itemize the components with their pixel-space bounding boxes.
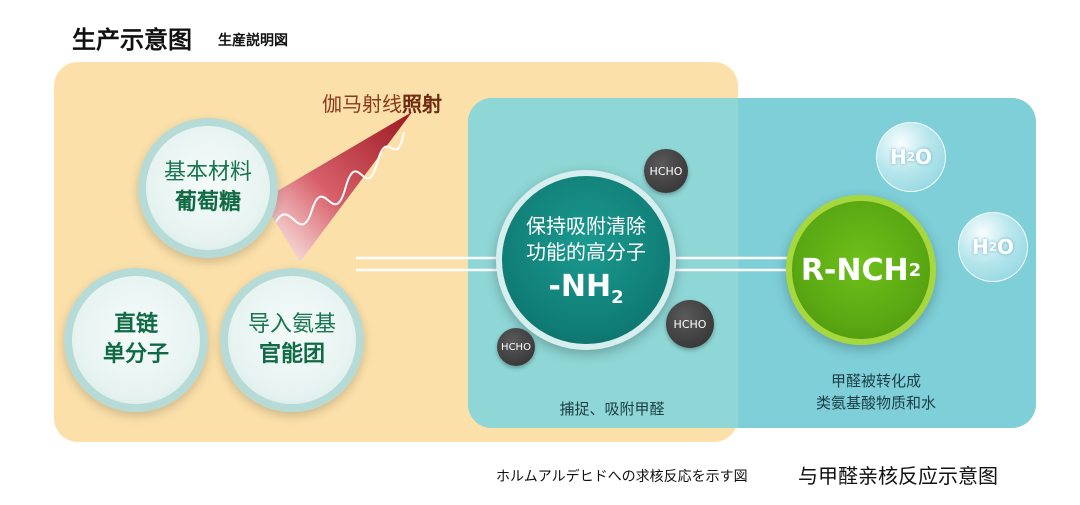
rnch2-formula-sub: 2 bbox=[908, 259, 922, 281]
gamma-wave bbox=[275, 131, 405, 226]
hcho-molecule: HCHO bbox=[497, 328, 535, 366]
footer-chinese: 与甲醛亲核反应示意图 bbox=[798, 464, 998, 488]
nh2-formula-sub: 2 bbox=[611, 286, 624, 308]
nh2-line1: 保持吸附清除 bbox=[526, 213, 646, 238]
convert-line2: 类氨基酸物质和水 bbox=[815, 394, 936, 412]
gamma-ray-text: 伽马射线 bbox=[322, 92, 402, 116]
convert-caption: 甲醛被转化成 类氨基酸物质和水 bbox=[776, 370, 976, 414]
convert-line1: 甲醛被转化成 bbox=[830, 372, 921, 390]
bubble-sub: 2 bbox=[988, 240, 998, 254]
rnch2-formula-main: R-NCH bbox=[800, 252, 909, 288]
chain-value: 单分子 bbox=[102, 342, 169, 367]
bubble-o: O bbox=[997, 235, 1015, 259]
capture-caption: 捕捉、吸附甲醛 bbox=[512, 398, 712, 419]
material-label: 基本材料 bbox=[163, 160, 252, 185]
amino-label: 导入氨基 bbox=[247, 312, 336, 337]
bubble-h: H bbox=[889, 145, 907, 169]
chain-circle: 直链 单分子 bbox=[64, 268, 208, 412]
amino-circle: 导入氨基 官能团 bbox=[220, 268, 364, 412]
nh2-line2: 功能的高分子 bbox=[526, 239, 646, 264]
material-value: 葡萄糖 bbox=[174, 190, 241, 215]
hcho-molecule: HCHO bbox=[666, 300, 714, 348]
gamma-ray-label: 伽马射线照射 bbox=[322, 88, 442, 117]
material-circle: 基本材料 葡萄糖 bbox=[138, 118, 278, 258]
footer-japanese: ホルムアルデヒドへの求核反応を示す図 bbox=[496, 469, 748, 485]
nh2-polymer-circle: 保持吸附清除 功能的高分子 -NH2 bbox=[496, 170, 676, 350]
page-title-japanese: 生産説明図 bbox=[218, 33, 288, 49]
bubble-h: H bbox=[971, 235, 989, 259]
bubble-sub: 2 bbox=[906, 150, 916, 164]
amino-value: 官能团 bbox=[258, 342, 325, 367]
gamma-ray-bold: 照射 bbox=[402, 92, 442, 116]
bubble-o: O bbox=[915, 145, 933, 169]
chain-label: 直链 bbox=[113, 312, 158, 337]
capture-text: 捕捉、吸附甲醛 bbox=[559, 400, 665, 418]
page-title: 生产示意图 bbox=[72, 26, 192, 54]
nh2-formula: -NH2 bbox=[548, 269, 623, 308]
hcho-molecule: HCHO bbox=[644, 149, 688, 193]
nh2-formula-main: -NH bbox=[548, 268, 612, 304]
gamma-beam bbox=[262, 112, 412, 262]
